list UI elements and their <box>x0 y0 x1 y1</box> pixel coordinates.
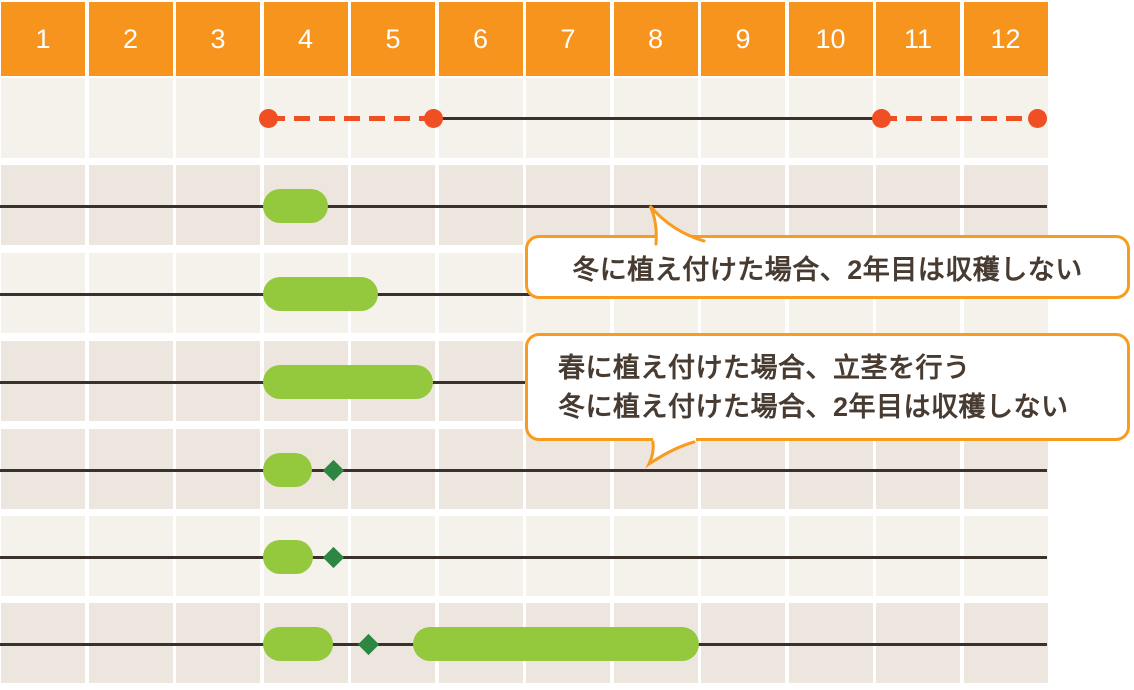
callout-spring-line: 春に植え付けた場合、立茎を行う <box>558 353 971 383</box>
callout-winter-planting: 冬に植え付けた場合、2年目は収穫しない <box>525 235 1130 299</box>
activity-bar <box>262 453 313 487</box>
month-8-header: 8 <box>613 2 698 76</box>
timeline-marker-dot <box>423 108 443 128</box>
row-line <box>0 468 1047 472</box>
row-line <box>0 204 1047 208</box>
row-line <box>0 292 1047 296</box>
timeline-marker-dot <box>1028 108 1048 128</box>
grid-cell <box>88 78 173 158</box>
timeline-marker-dot <box>871 108 891 128</box>
callout-tail-up-icon <box>648 205 706 246</box>
callout-winter-planting-text: 冬に植え付けた場合、2年目は収穫しない <box>572 254 1083 285</box>
callout-spring-winter-planting: 春に植え付けた場合、立茎を行う 冬に植え付けた場合、2年目は収穫しない <box>525 333 1130 441</box>
month-3-header: 3 <box>176 2 260 76</box>
month-1-header: 1 <box>1 2 85 76</box>
activity-bar <box>262 627 333 661</box>
month-6-header: 6 <box>438 2 523 76</box>
month-11-header: 11 <box>876 2 960 76</box>
grid-cell <box>176 78 260 158</box>
month-7-header: 7 <box>526 2 610 76</box>
month-5-header: 5 <box>351 2 435 76</box>
activity-bar <box>262 365 434 399</box>
timeline-dashed-planting-period <box>268 115 434 121</box>
timeline-solid-line <box>433 116 882 120</box>
month-4-header: 4 <box>263 2 348 76</box>
activity-bar <box>413 627 700 661</box>
row-line <box>0 380 1047 384</box>
activity-bar <box>262 277 378 311</box>
activity-bar <box>262 540 314 574</box>
activity-bar <box>262 189 329 223</box>
grid-cell <box>1 78 85 158</box>
month-10-header: 10 <box>788 2 873 76</box>
row-line <box>0 555 1047 559</box>
month-12-header: 12 <box>963 2 1048 76</box>
timeline-dashed-planting-period <box>881 115 1038 121</box>
month-9-header: 9 <box>701 2 785 76</box>
month-2-header: 2 <box>88 2 173 76</box>
timeline-marker-dot <box>259 108 279 128</box>
callout-winter-line: 冬に植え付けた場合、2年目は収穫しない <box>558 392 1069 422</box>
callout-tail-down-icon <box>645 435 696 469</box>
